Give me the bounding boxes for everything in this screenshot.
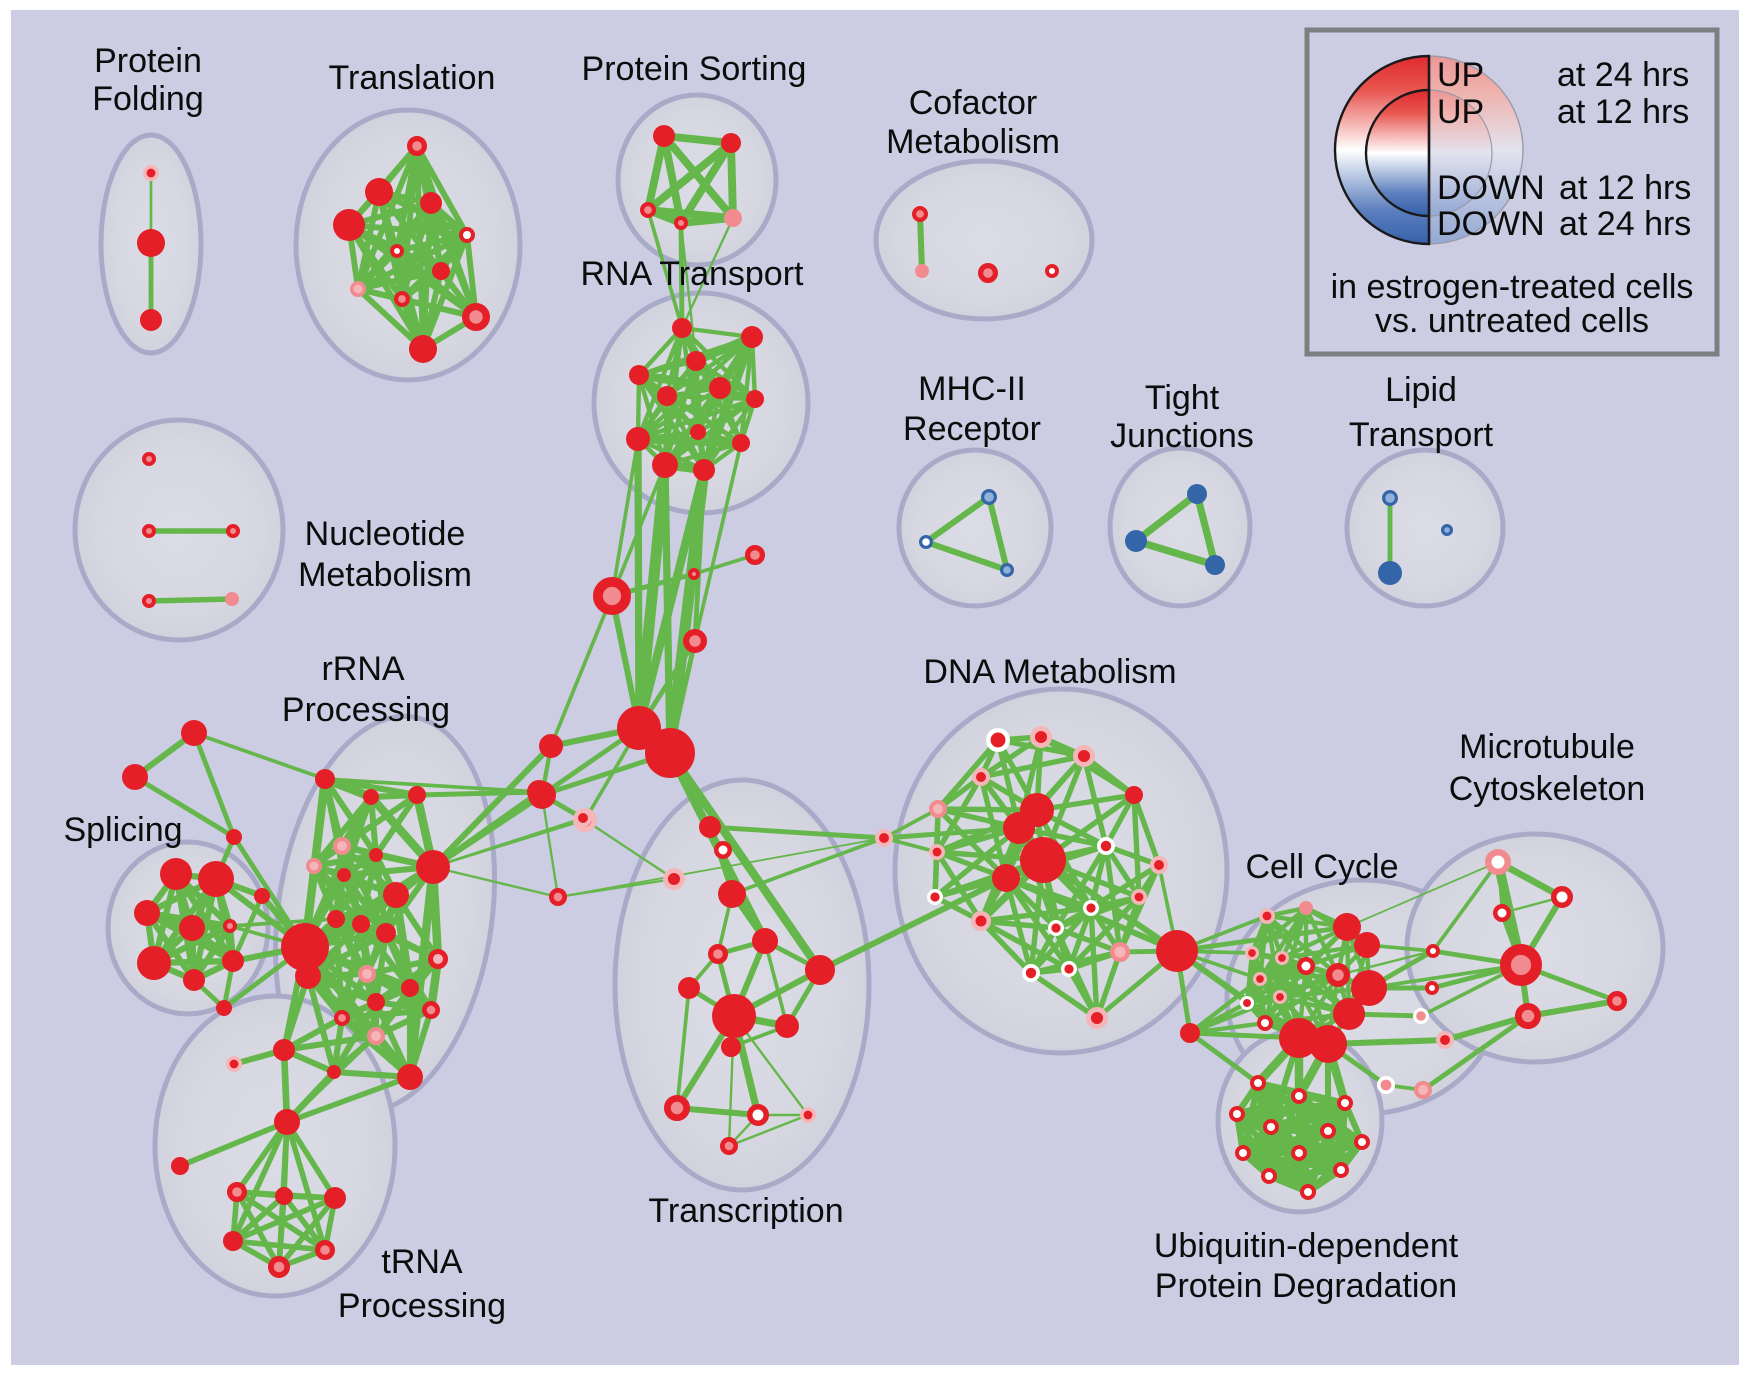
svg-text:Protein Degradation: Protein Degradation xyxy=(1155,1267,1457,1305)
svg-text:Transcription: Transcription xyxy=(648,1192,843,1230)
svg-text:at 24 hrs: at 24 hrs xyxy=(1557,56,1689,94)
svg-text:MHC-II: MHC-II xyxy=(918,370,1026,408)
svg-text:Metabolism: Metabolism xyxy=(298,556,472,594)
svg-text:Nucleotide: Nucleotide xyxy=(305,515,466,553)
svg-text:UP: UP xyxy=(1437,56,1484,94)
svg-text:DOWN: DOWN xyxy=(1437,205,1545,243)
svg-text:vs. untreated cells: vs. untreated cells xyxy=(1375,302,1649,340)
svg-text:Lipid: Lipid xyxy=(1385,371,1457,409)
svg-text:Receptor: Receptor xyxy=(903,410,1041,448)
svg-text:Folding: Folding xyxy=(92,80,204,118)
svg-text:Ubiquitin-dependent: Ubiquitin-dependent xyxy=(1154,1227,1459,1265)
svg-text:Cofactor: Cofactor xyxy=(909,84,1038,122)
svg-text:at 12 hrs: at 12 hrs xyxy=(1559,169,1691,207)
svg-text:Cytoskeleton: Cytoskeleton xyxy=(1449,770,1646,808)
svg-text:Metabolism: Metabolism xyxy=(886,123,1060,161)
svg-text:DOWN: DOWN xyxy=(1437,169,1545,207)
svg-text:DNA Metabolism: DNA Metabolism xyxy=(923,653,1176,691)
svg-text:at 24 hrs: at 24 hrs xyxy=(1559,205,1691,243)
svg-text:rRNA: rRNA xyxy=(321,650,404,688)
svg-text:Cell Cycle: Cell Cycle xyxy=(1245,848,1398,886)
svg-text:RNA Transport: RNA Transport xyxy=(581,255,805,293)
svg-text:Tight: Tight xyxy=(1145,379,1220,417)
svg-text:Splicing: Splicing xyxy=(63,811,182,849)
svg-text:tRNA: tRNA xyxy=(381,1243,463,1281)
svg-text:Processing: Processing xyxy=(338,1287,506,1325)
svg-text:UP: UP xyxy=(1437,93,1484,131)
svg-text:in estrogen-treated cells: in estrogen-treated cells xyxy=(1331,268,1694,306)
svg-text:Processing: Processing xyxy=(282,691,450,729)
svg-text:at 12 hrs: at 12 hrs xyxy=(1557,93,1689,131)
svg-text:Protein Sorting: Protein Sorting xyxy=(582,50,807,88)
svg-text:Transport: Transport xyxy=(1349,416,1494,454)
svg-text:Junctions: Junctions xyxy=(1110,417,1254,455)
svg-text:Translation: Translation xyxy=(329,59,496,97)
svg-text:Protein: Protein xyxy=(94,42,202,80)
svg-text:Microtubule: Microtubule xyxy=(1459,728,1635,766)
